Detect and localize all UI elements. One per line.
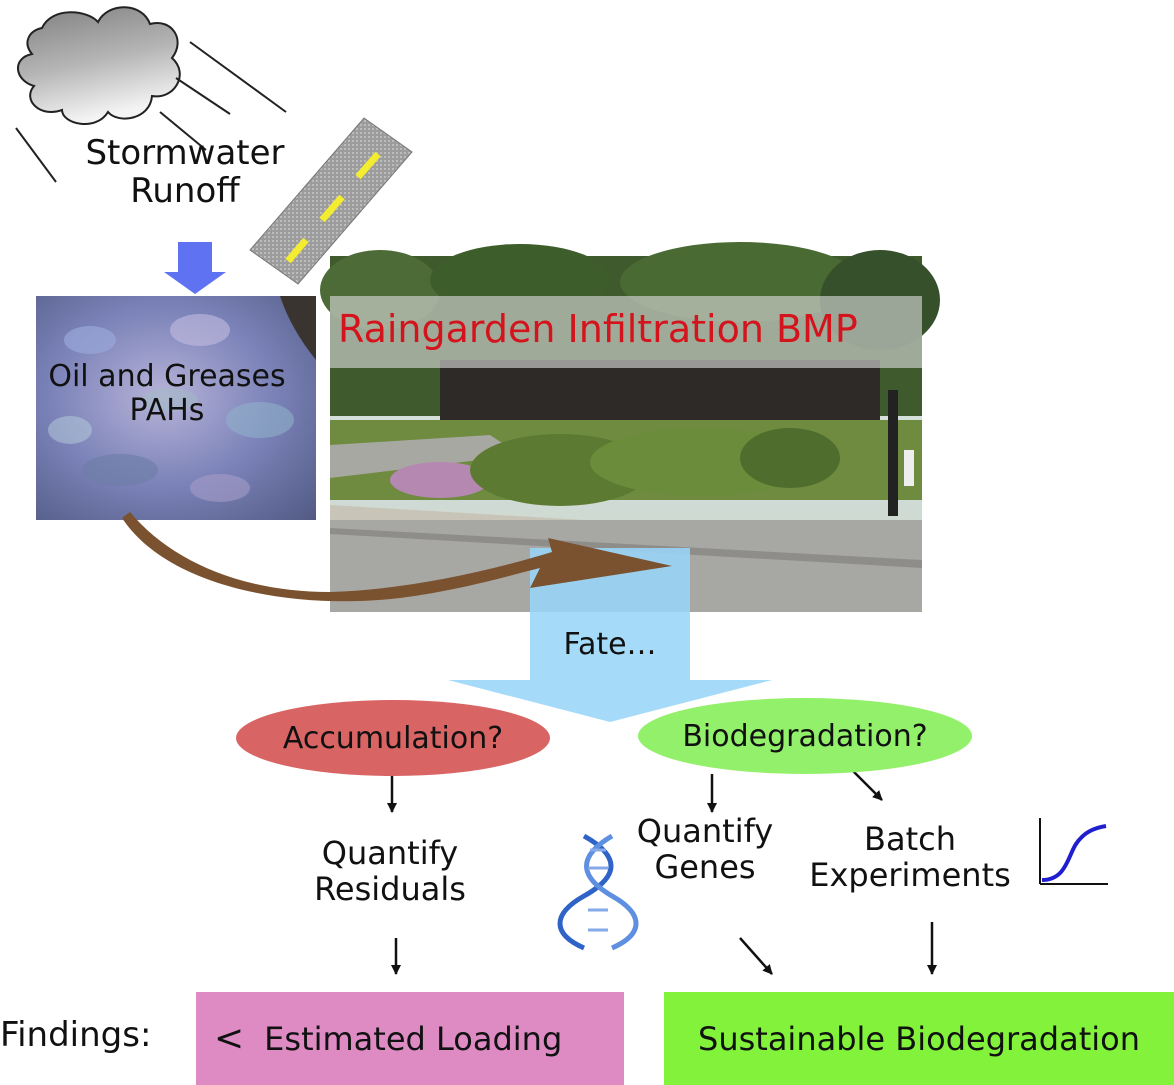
raingarden-title: Raingarden Infiltration BMP xyxy=(338,307,858,351)
pollutant-label: Oil and Greases PAHs xyxy=(36,360,298,427)
oil-greases-line: Oil and Greases xyxy=(48,359,286,394)
raingarden-photo xyxy=(320,242,940,612)
road-icon xyxy=(249,117,413,285)
less-than-symbol: < xyxy=(214,1018,245,1059)
quantify-residuals-line2: Residuals xyxy=(314,869,466,908)
batch-line2: Experiments xyxy=(809,855,1011,894)
transfer-arrow xyxy=(122,512,672,602)
quantify-genes-line1: Quantify xyxy=(636,812,774,850)
estimated-loading-label: Estimated Loading xyxy=(264,1019,563,1058)
gravel-photo xyxy=(36,296,316,520)
accumulation-label: Accumulation? xyxy=(282,720,504,756)
stormwater-line: Stormwater xyxy=(85,133,285,173)
estimated-loading-box: < Estimated Loading xyxy=(196,992,624,1085)
batch-line1: Batch xyxy=(864,820,956,858)
arrow-genes-sustainable xyxy=(739,937,773,975)
quantify-residuals-line1: Quantify xyxy=(321,834,459,872)
stormwater-runoff-label: Stormwater Runoff xyxy=(70,134,300,210)
growth-curve-icon xyxy=(1039,818,1108,885)
quantify-genes-label: Quantify Genes xyxy=(612,812,798,886)
fate-label: Fate… xyxy=(563,627,657,662)
rain-cloud-icon xyxy=(15,6,287,183)
biodegradation-oval: Biodegradation? xyxy=(638,698,972,774)
accumulation-oval: Accumulation? xyxy=(236,700,550,776)
fate-arrow xyxy=(448,548,772,722)
sustainable-biodegradation-box: Sustainable Biodegradation xyxy=(664,992,1174,1085)
findings-label: Findings: xyxy=(0,1015,152,1055)
quantify-genes-line2: Genes xyxy=(654,847,756,886)
pahs-line: PAHs xyxy=(129,392,205,428)
runoff-line: Runoff xyxy=(130,171,240,212)
sustainable-biodegradation-label: Sustainable Biodegradation xyxy=(698,1019,1140,1058)
biodegradation-label: Biodegradation? xyxy=(682,718,928,754)
batch-experiments-label: Batch Experiments xyxy=(800,820,1020,894)
runoff-arrow xyxy=(164,242,226,294)
quantify-residuals-label: Quantify Residuals xyxy=(290,834,490,908)
dna-helix-icon xyxy=(557,833,639,951)
